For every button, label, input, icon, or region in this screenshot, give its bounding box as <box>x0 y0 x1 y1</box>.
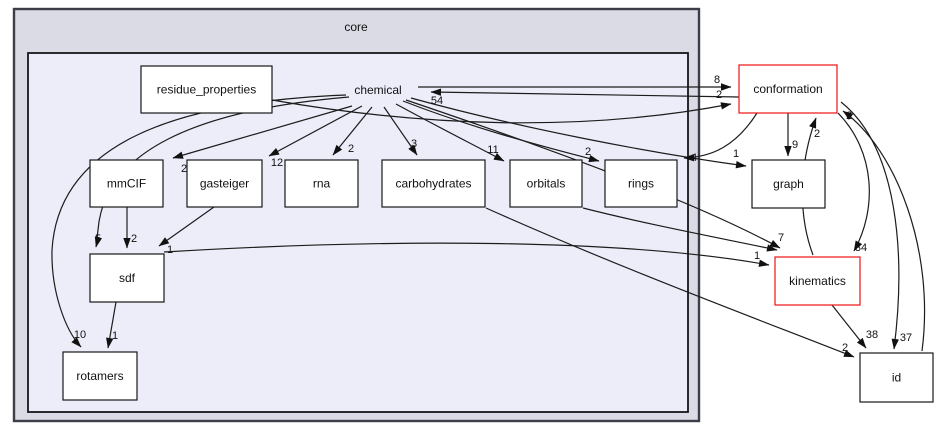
edge-label-chemical-rings: 2 <box>585 146 591 158</box>
edge-carbohydrates-id <box>485 207 855 358</box>
node-conformation-label: conformation <box>753 82 822 96</box>
edge-label-mmCIF-sdf: 2 <box>131 233 137 245</box>
node-gasteiger[interactable]: gasteiger <box>186 159 263 208</box>
edge-orbitals-kinematics <box>582 207 778 252</box>
node-carbohydrates-label: carbohydrates <box>395 177 471 191</box>
edge-id-conformation <box>842 110 926 352</box>
node-graph-box[interactable] <box>751 159 826 209</box>
edge-conformation-rings <box>683 112 758 162</box>
edge-label-chemical-orbitals: 11 <box>487 144 498 156</box>
node-conformation[interactable]: conformation <box>738 64 838 114</box>
node-carbohydrates-box[interactable] <box>381 159 486 208</box>
node-sdf-box[interactable] <box>89 253 165 303</box>
node-conformation-box[interactable] <box>738 64 838 114</box>
edge-label-chemical-mmCIF: 2 <box>181 163 187 175</box>
edge-chemical-rna <box>332 106 373 156</box>
node-residue_properties[interactable]: residue_properties <box>140 65 273 114</box>
edge-residue_properties-conformation <box>271 99 732 124</box>
node-rings[interactable]: rings <box>604 159 678 208</box>
node-rings-label: rings <box>628 177 654 191</box>
node-orbitals-box[interactable] <box>509 159 583 208</box>
edge-label-sdf-rotamers: 1 <box>112 330 118 342</box>
edge-label-chemical-sdf: 5 <box>95 233 101 245</box>
edge-conformation-kinematics <box>837 112 870 252</box>
node-gasteiger-box[interactable] <box>186 159 263 208</box>
cluster-core-label: core <box>344 20 368 34</box>
edge-label-id-conformation: 2 <box>846 110 852 122</box>
node-id-box[interactable] <box>859 352 934 403</box>
node-graph-label: graph <box>773 177 804 191</box>
node-chemical: chemical <box>354 83 401 97</box>
edge-chemical-mmCIF <box>172 105 353 159</box>
edge-chemical-orbitals <box>395 103 505 162</box>
node-rna-label: rna <box>313 177 331 191</box>
edge-label-chemical-conformation: 8 <box>714 74 720 86</box>
edge-label-conformation-id: 37 <box>900 332 912 344</box>
edge-label-sdf-kinematics: 1 <box>754 250 760 262</box>
node-gasteiger-label: gasteiger <box>200 177 249 191</box>
edge-chemical-graph <box>410 97 747 169</box>
node-graph[interactable]: graph <box>751 159 826 209</box>
edge-label-chemical-carbohydrates: 3 <box>411 138 417 150</box>
node-sdf[interactable]: sdf <box>89 253 165 303</box>
edge-chemical-rings <box>402 100 600 163</box>
node-id-label: id <box>892 371 901 385</box>
node-carbohydrates[interactable]: carbohydrates <box>381 159 486 208</box>
node-rna[interactable]: rna <box>284 159 359 208</box>
edge-label-conformation-kinematics: 34 <box>855 242 867 254</box>
edge-label-conformation-graph: 9 <box>792 139 798 151</box>
edge-label-residue_properties-conformation: 2 <box>716 89 722 101</box>
edge-label-carbohydrates-id: 2 <box>842 342 848 354</box>
edge-gasteiger-sdf <box>158 206 215 247</box>
edge-conformation-id <box>840 101 900 350</box>
edge-label-kinematics-id: 38 <box>866 329 878 341</box>
node-kinematics-label: kinematics <box>789 274 846 288</box>
edge-label-chemical-graph: 1 <box>733 148 739 160</box>
node-orbitals[interactable]: orbitals <box>509 159 583 208</box>
node-kinematics-box[interactable] <box>774 256 861 306</box>
node-rotamers-box[interactable] <box>62 351 138 401</box>
node-residue_properties-box[interactable] <box>140 65 273 114</box>
edge-label-chemical-kinematics: 7 <box>778 232 784 244</box>
edge-kinematics-id <box>831 304 867 349</box>
node-mmCIF-box[interactable] <box>89 159 164 208</box>
node-orbitals-label: orbitals <box>527 177 566 191</box>
node-sdf-label: sdf <box>119 271 136 285</box>
edge-label-chemical-gasteiger: 12 <box>271 157 283 169</box>
node-rna-box[interactable] <box>284 159 359 208</box>
node-mmCIF-label: mmCIF <box>107 177 146 191</box>
node-chemical-label: chemical <box>354 83 401 97</box>
edge-sdf-rotamers <box>106 301 117 349</box>
edge-label-kinematics-conformation: 2 <box>814 128 820 140</box>
edge-conformation-chemical <box>430 88 740 98</box>
edge-label-chemical-rotamers: 10 <box>74 329 86 341</box>
edge-chemical-carbohydrates <box>383 106 418 156</box>
node-mmCIF[interactable]: mmCIF <box>89 159 164 208</box>
edge-sdf-kinematics <box>163 242 770 267</box>
node-rotamers[interactable]: rotamers <box>62 351 138 401</box>
node-residue_properties-label: residue_properties <box>157 83 256 97</box>
node-rings-box[interactable] <box>604 159 678 208</box>
edge-label-gasteiger-sdf: 1 <box>167 244 173 256</box>
edge-label-chemical-rna: 2 <box>348 143 354 155</box>
edge-chemical-gasteiger <box>268 105 363 157</box>
node-rotamers-label: rotamers <box>76 369 123 383</box>
node-kinematics[interactable]: kinematics <box>774 256 861 306</box>
node-id[interactable]: id <box>859 352 934 403</box>
edge-label-conformation-rings: 4 <box>691 152 697 164</box>
